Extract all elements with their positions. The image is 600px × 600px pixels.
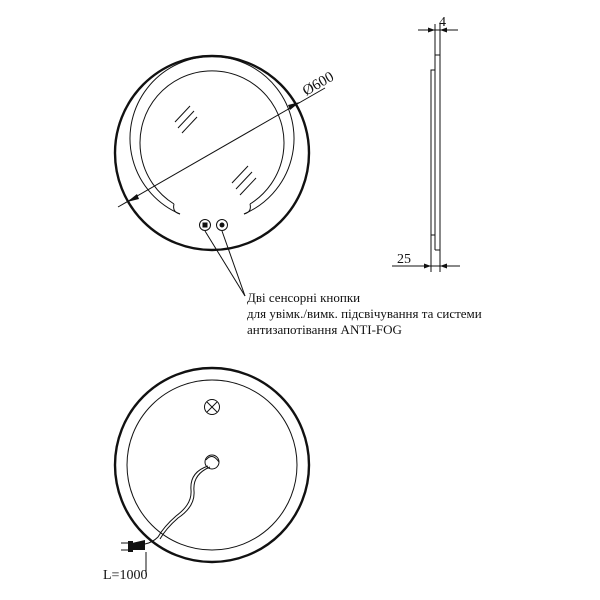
thickness-label: 4 (439, 15, 446, 30)
led-ring-right-end (243, 203, 251, 215)
touch-button-right (216, 219, 228, 231)
callout-line-2: для увімк./вимк. підсвічування та систем… (247, 306, 482, 321)
power-plug (121, 540, 145, 552)
depth-dimension: 25 (392, 235, 460, 272)
led-ring-outer-edge (129, 56, 295, 215)
thickness-dimension: 4 (418, 15, 458, 55)
callout-line-3: антизапотівання ANTI-FOG (247, 322, 402, 337)
led-ring-left-end (173, 203, 181, 215)
rear-view: L=1000 (103, 366, 311, 583)
touch-button-left (199, 219, 211, 231)
cable-length-label: L=1000 (103, 568, 147, 583)
glare-marks-bottom (231, 165, 257, 196)
led-ring-inner-edge (139, 70, 285, 205)
anti-fog-module (204, 399, 220, 415)
rear-outer-rim (113, 366, 311, 564)
power-cable (144, 465, 209, 545)
glare-marks-top (174, 105, 198, 134)
cable-outlet (204, 454, 220, 470)
mirror-outer-rim (113, 54, 311, 252)
diameter-label: Ø600 (300, 69, 337, 100)
side-view: 4 25 (392, 15, 460, 272)
button-callout: Дві сенсорні кнопки для увімк./вимк. під… (247, 290, 482, 337)
depth-label: 25 (397, 252, 411, 267)
callout-leaders (204, 230, 246, 297)
rear-inner-rim (126, 379, 298, 551)
front-view: Ø600 (113, 54, 337, 297)
callout-line-1: Дві сенсорні кнопки (247, 290, 360, 305)
